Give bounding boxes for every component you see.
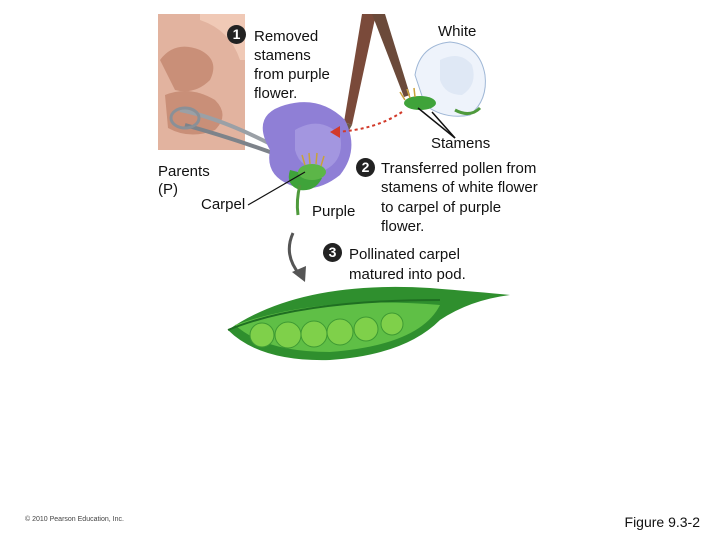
stamens-pointer (417, 107, 456, 139)
purple-label: Purple (312, 203, 356, 220)
pollen-transfer-arrow (330, 111, 403, 138)
step-1-line-2: stamens (254, 47, 311, 64)
step-3-line-2: matured into pod. (349, 266, 466, 283)
white-label: White (438, 23, 477, 40)
parents-label: Parents (158, 163, 210, 180)
step-1-line-3: from purple (254, 66, 330, 83)
step-3-number: 3 (323, 243, 342, 262)
step-2-line-1: Transferred pollen from (381, 160, 537, 177)
step-1-number: 1 (227, 25, 246, 44)
stamens-label: Stamens (431, 135, 491, 152)
copyright-notice: © 2010 Pearson Education, Inc. (25, 516, 124, 523)
carpel-pointer (247, 171, 306, 206)
step-2-number: 2 (356, 158, 375, 177)
step-2-line-4: flower. (381, 218, 425, 235)
step-1-line-4: flower. (254, 85, 298, 102)
figure-caption: Figure 9.3-2 (624, 514, 700, 530)
purple-flower (262, 102, 352, 216)
white-flower (399, 41, 486, 117)
maturation-arrow (287, 232, 306, 282)
parents-symbol: (P) (158, 181, 178, 198)
step-1-line-1: Removed (254, 28, 319, 45)
step-2-line-3: to carpel of purple (381, 199, 502, 216)
step-2-line-2: stamens of white flower (381, 179, 538, 196)
pea-pod (227, 286, 510, 361)
step-3-line-1: Pollinated carpel (349, 246, 460, 263)
carpel-label: Carpel (201, 196, 246, 213)
